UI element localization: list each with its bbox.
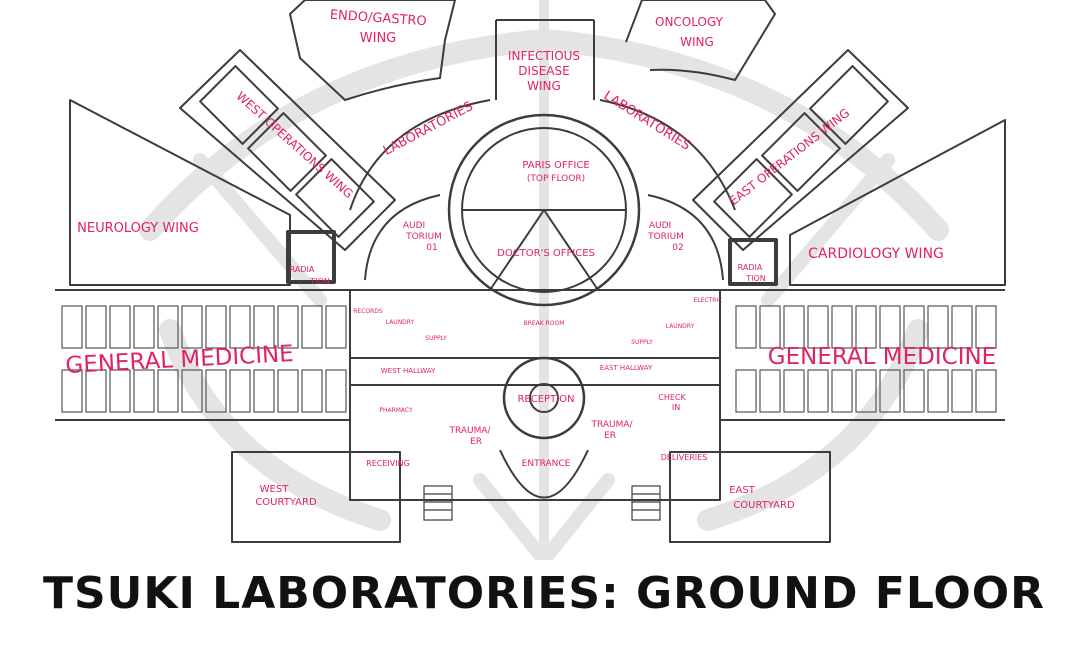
central-block xyxy=(349,289,721,501)
label-laundry-left: LAUNDRY xyxy=(386,319,415,326)
label-trauma-er-left-a: TRAUMA/ xyxy=(448,426,491,436)
entrance-arch xyxy=(499,449,589,499)
label-east-courtyard-b: COURTYARD xyxy=(733,500,795,511)
auditorium-02 xyxy=(647,194,724,281)
label-west-hallway: WEST HALLWAY xyxy=(381,367,436,375)
label-disease: DISEASE xyxy=(518,64,569,78)
label-laboratories-right: LABORATORIES xyxy=(601,88,693,153)
radiation-room-left xyxy=(286,230,336,284)
label-deliveries: DELIVERIES xyxy=(661,453,708,462)
label-break-room: BREAK ROOM xyxy=(524,320,565,327)
label-endo-gastro: ENDO/GASTRO xyxy=(329,8,427,30)
general-medicine-beds-right xyxy=(735,305,997,413)
infectious-disease-wing xyxy=(495,19,595,100)
laboratories-left-area xyxy=(349,99,491,211)
label-receiving: RECEIVING xyxy=(366,459,410,468)
neurology-wing xyxy=(69,99,291,286)
label-endo-gastro-wing: WING xyxy=(360,31,397,46)
label-radiation-left-a: RADIA xyxy=(290,265,315,274)
label-reception: RECEPTION xyxy=(517,394,574,405)
label-infectious: INFECTIOUS xyxy=(508,49,580,63)
label-trauma-er-right-a: TRAUMA/ xyxy=(590,420,633,430)
floor-plan-drawing: ENDO/GASTRO WING INFECTIOUS DISEASE WING… xyxy=(55,0,1006,572)
label-oncology-wing: WING xyxy=(680,35,714,49)
label-auditorium-02-b: TORIUM xyxy=(647,232,684,242)
cardiology-wing xyxy=(789,119,1006,286)
label-supply-right: SUPPLY xyxy=(631,339,653,346)
endo-gastro-wing xyxy=(289,0,456,101)
west-courtyard xyxy=(231,451,401,543)
central-rotunda xyxy=(447,113,641,307)
label-west-courtyard-b: COURTYARD xyxy=(255,497,317,508)
label-radiation-right-a: RADIA xyxy=(738,263,763,272)
stairs xyxy=(423,485,661,521)
label-west-courtyard-a: WEST xyxy=(260,484,290,495)
label-check-in-a: CHECK xyxy=(658,393,686,402)
west-operations-wing xyxy=(179,49,396,251)
label-auditorium-01-a: AUDI xyxy=(403,221,425,231)
label-neurology-wing: NEUROLOGY WING xyxy=(77,221,199,236)
east-courtyard xyxy=(669,451,831,543)
auditorium-01 xyxy=(364,194,441,281)
label-trauma-er-left-b: ER xyxy=(470,437,482,447)
label-auditorium-02-a: AUDI xyxy=(649,221,671,231)
label-auditorium-01-b: TORIUM xyxy=(405,232,442,242)
general-medicine-beds-left xyxy=(61,305,347,413)
label-auditorium-01-c: 01 xyxy=(426,243,437,253)
label-laundry-right: LAUNDRY xyxy=(666,323,695,330)
label-general-medicine-right: GENERAL MEDICINE xyxy=(768,344,996,370)
radiation-room-right xyxy=(728,238,778,286)
label-pharmacy: PHARMACY xyxy=(379,407,413,414)
label-cardiology-wing: CARDIOLOGY WING xyxy=(808,246,944,262)
label-infectious-wing: WING xyxy=(527,79,561,93)
label-check-in-b: IN xyxy=(672,403,680,412)
label-paris-office: PARIS OFFICE xyxy=(522,160,589,171)
oncology-wing xyxy=(625,0,776,81)
label-east-hallway: EAST HALLWAY xyxy=(600,364,653,372)
page-title: TSUKI LABORATORIES: GROUND FLOOR xyxy=(42,568,1046,619)
label-electric: ELECTRIC xyxy=(694,297,723,304)
east-operations-wing xyxy=(692,49,909,251)
label-radiation-left-b: TION xyxy=(309,277,330,286)
label-supply-left: SUPPLY xyxy=(425,335,447,342)
label-auditorium-02-c: 02 xyxy=(672,243,683,253)
label-radiation-right-b: TION xyxy=(745,274,766,283)
label-records: RECORDS xyxy=(353,308,383,315)
reception-hub xyxy=(502,356,586,440)
label-doctors-offices: DOCTOR'S OFFICES xyxy=(497,248,595,259)
label-oncology: ONCOLOGY xyxy=(655,15,724,29)
label-entrance: ENTRANCE xyxy=(522,459,571,469)
label-laboratories-left: LABORATORIES xyxy=(381,99,476,159)
label-east-courtyard-a: EAST xyxy=(729,485,756,496)
label-trauma-er-right-b: ER xyxy=(604,431,616,441)
label-top-floor: (TOP FLOOR) xyxy=(527,174,585,184)
